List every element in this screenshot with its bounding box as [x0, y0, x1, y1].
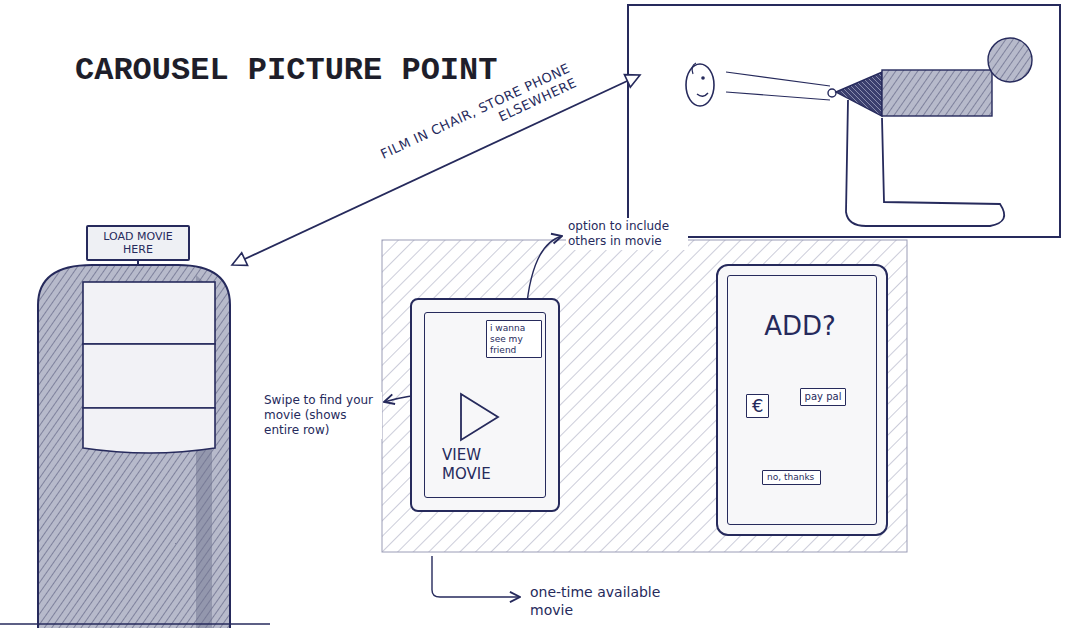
sketch-path	[846, 100, 1004, 226]
sketch-circle	[701, 76, 705, 80]
node-text: pay pal	[804, 391, 842, 403]
sketch-polygon	[836, 72, 882, 116]
node-text: €	[752, 395, 763, 417]
decline-button: no, thanks	[762, 470, 821, 485]
sketch-ellipse	[686, 64, 714, 106]
euro-button: €	[746, 394, 769, 418]
sketch-path	[38, 265, 230, 628]
sketch-rect	[83, 344, 215, 408]
phone-screen: ADD? € pay pal no, thanks	[716, 264, 888, 536]
sketch-rect	[882, 70, 992, 116]
node-text: VIEW MOVIE	[442, 446, 532, 484]
sketch-line	[726, 72, 830, 86]
hatched-region	[382, 240, 907, 552]
sketch-polygon	[232, 253, 248, 266]
sketch-line	[726, 92, 830, 100]
bracket-arrow	[432, 556, 520, 597]
play-triangle	[461, 394, 498, 440]
sketch-path	[83, 408, 215, 453]
play-icon	[456, 390, 502, 444]
kiosk-illustration	[0, 256, 270, 628]
sketch-rect	[83, 282, 215, 344]
sketch-polygon	[624, 75, 640, 88]
sign-box: LOAD MOVIE HERE	[86, 225, 190, 261]
paypal-button: pay pal	[800, 388, 846, 406]
sketch-path	[692, 63, 696, 74]
node-text: LOAD MOVIE HERE	[92, 230, 184, 256]
title: CAROUSEL PICTURE POINT	[75, 55, 497, 87]
film-scene	[628, 5, 1060, 237]
node-text: no, thanks	[767, 472, 816, 483]
node-text: i wanna see my friend	[490, 323, 538, 355]
note: Swipe to find your movie (shows entire r…	[262, 392, 382, 439]
sketch-circle	[828, 89, 836, 97]
sketch-path	[697, 93, 708, 96]
note: one-time available movie	[528, 583, 702, 620]
note: option to include others in movie	[566, 218, 688, 250]
sketch-circle	[988, 38, 1032, 82]
sketch-rect	[628, 5, 1060, 237]
phone-screen: VIEW MOVIE i wanna see my friend	[410, 298, 560, 512]
friend-button: i wanna see my friend	[486, 320, 542, 358]
node-text: ADD?	[718, 310, 882, 343]
sketch-line	[0, 623, 270, 625]
